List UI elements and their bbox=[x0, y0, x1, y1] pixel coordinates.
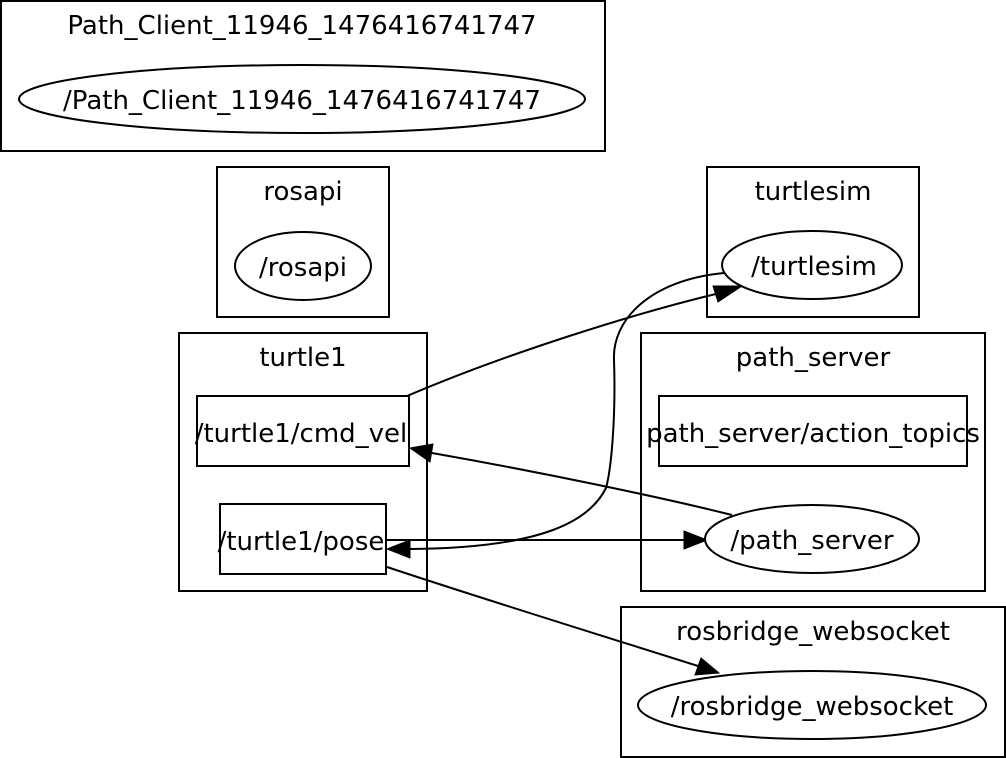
node-rosbridge-websocket-label: /rosbridge_websocket bbox=[671, 692, 954, 722]
topic-cmd-vel-box bbox=[196, 395, 410, 467]
node-turtlesim-label: /turtlesim bbox=[751, 252, 877, 282]
edge-cmd-vel-to-turtlesim-arrowhead bbox=[712, 285, 744, 303]
edge-pose-to-rosbridge bbox=[386, 566, 699, 667]
node-path-server-label: /path_server bbox=[730, 526, 893, 556]
edge-turtlesim-to-pose-arrowhead bbox=[385, 539, 411, 559]
node-rosapi-label: /rosapi bbox=[259, 253, 347, 283]
node-path-client-ellipse bbox=[18, 64, 586, 134]
edge-pose-to-rosbridge-arrowhead bbox=[694, 657, 721, 676]
topic-pose: /turtle1/pose bbox=[218, 503, 387, 575]
edges bbox=[385, 272, 744, 676]
node-rosbridge-websocket-ellipse bbox=[637, 670, 987, 740]
node-path-client: /Path_Client_11946_1476416741747 bbox=[18, 64, 586, 134]
topic-cmd-vel: /turtle1/cmd_vel bbox=[195, 395, 410, 467]
cluster-path-server-label: path_server bbox=[736, 343, 891, 373]
edge-cmd-vel-to-turtlesim bbox=[406, 292, 721, 397]
edge-turtlesim-to-pose bbox=[409, 272, 725, 550]
node-path-server-ellipse bbox=[704, 504, 920, 574]
cluster-turtlesim-label: turtlesim bbox=[755, 177, 872, 207]
topic-cmd-vel-label: /turtle1/cmd_vel bbox=[195, 419, 408, 449]
topic-action-topics: path_server/action_topics bbox=[646, 395, 980, 467]
cluster-path-client-label: Path_Client_11946_1476416741747 bbox=[67, 11, 536, 41]
topic-pose-label: /turtle1/pose bbox=[218, 527, 385, 557]
cluster-rosbridge-websocket-label: rosbridge_websocket bbox=[676, 617, 950, 647]
cluster-turtle1-label: turtle1 bbox=[259, 343, 346, 373]
edge-path-server-to-cmd-vel bbox=[431, 452, 733, 516]
node-rosapi: /rosapi bbox=[234, 231, 372, 301]
node-turtlesim: /turtlesim bbox=[721, 230, 903, 300]
node-rosbridge-websocket: /rosbridge_websocket bbox=[637, 670, 987, 740]
node-path-server: /path_server bbox=[704, 504, 920, 574]
node-rosapi-ellipse bbox=[234, 231, 372, 301]
node-path-client-label: /Path_Client_11946_1476416741747 bbox=[63, 86, 541, 116]
node-turtlesim-ellipse bbox=[721, 230, 903, 300]
cluster-rosapi-label: rosapi bbox=[263, 177, 342, 207]
edge-path-server-to-cmd-vel-arrowhead bbox=[408, 443, 434, 463]
topic-pose-box bbox=[219, 503, 387, 575]
edge-pose-to-path-server-arrowhead bbox=[683, 530, 709, 550]
topic-action-topics-box bbox=[658, 395, 968, 467]
topic-action-topics-label: path_server/action_topics bbox=[646, 419, 980, 449]
